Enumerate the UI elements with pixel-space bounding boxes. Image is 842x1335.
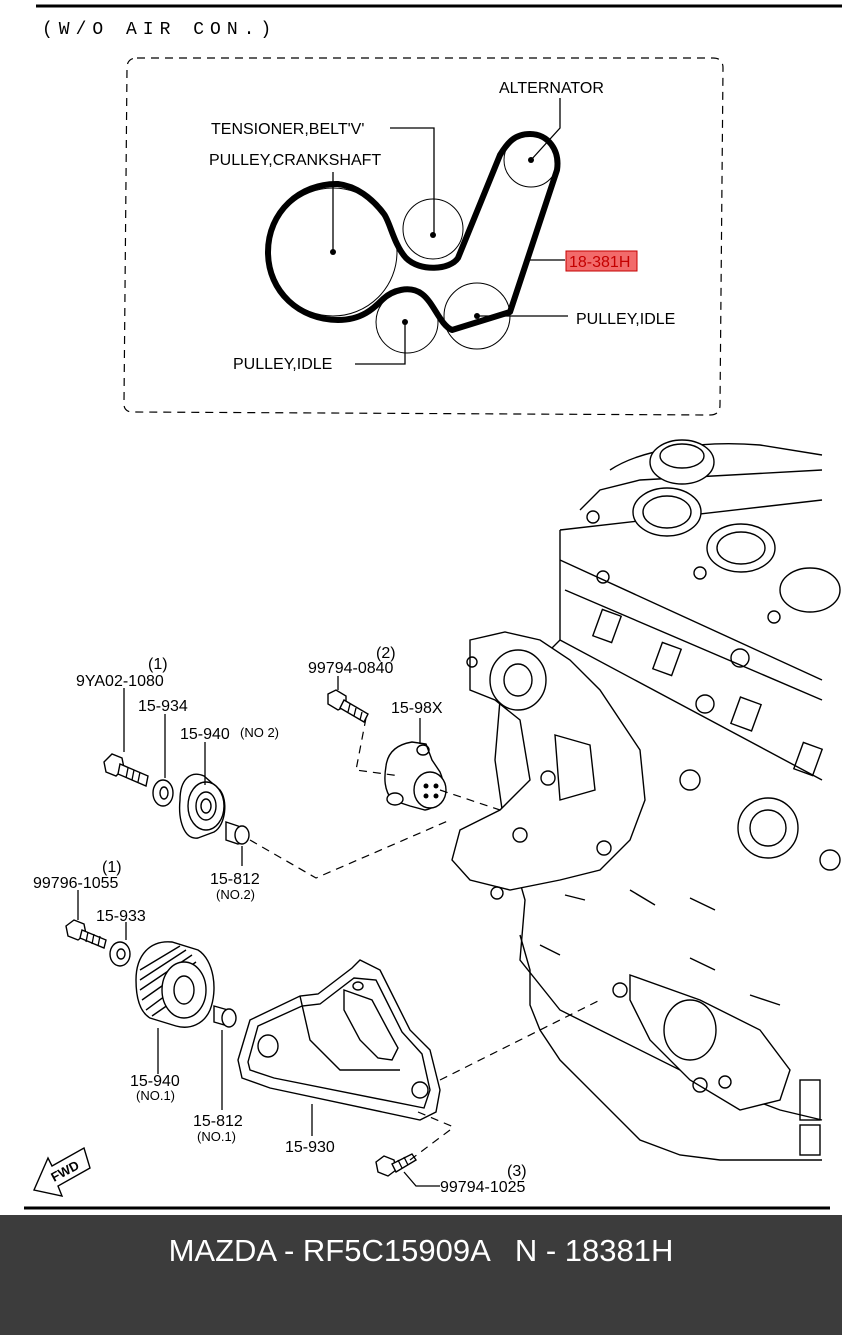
label-idle-pulley-right: PULLEY,IDLE (576, 311, 675, 328)
spacer-15-812-no2 (225, 821, 250, 845)
parts-diagram: (W/O AIR CON.) ALTERNATOR TENSIONER,BELT… (24, 4, 842, 1210)
label-15-940-no2: 15-940 (180, 726, 230, 743)
tensioner-15-98x (384, 741, 447, 811)
label-15-930: 15-930 (285, 1139, 335, 1156)
label-9ya02-1080: 9YA02-1080 (76, 673, 164, 690)
label-99794-1025: 99794-1025 (440, 1179, 526, 1196)
qty-99794-0840: (2) (376, 645, 396, 662)
engine-block (451, 439, 841, 1161)
exploded-parts: FWD (1) 9YA02-1080 15-934 15-940 (NO 2) … (33, 645, 601, 1197)
qty-99794-1025: (3) (507, 1163, 527, 1180)
belt-layout-panel: ALTERNATOR TENSIONER,BELT'V' PULLEY,CRAN… (123, 57, 724, 416)
label-15-933: 15-933 (96, 908, 146, 925)
bolt-99794-0840 (327, 689, 369, 723)
label-15-98x: 15-98X (391, 700, 443, 717)
bolt-99796-1055 (65, 919, 107, 949)
footer-bar: MAZDA - RF5C15909A N - 18381H (0, 1215, 842, 1335)
label-belt-part-number: 18-381H (569, 254, 630, 271)
footer-caption: MAZDA - RF5C15909A N - 18381H (168, 1233, 674, 1268)
bracket-15-930 (237, 959, 441, 1121)
label-15-940-no1-sub: (NO.1) (136, 1088, 175, 1103)
washer-15-934 (152, 779, 174, 807)
idle-pulley-no2 (178, 773, 226, 839)
label-15-940-no1: 15-940 (130, 1073, 180, 1090)
fwd-arrow-icon: FWD (33, 1146, 91, 1197)
highlight-box (565, 250, 638, 272)
v-belt (265, 131, 561, 333)
spacer-15-812-no1 (213, 1005, 237, 1028)
label-crankshaft-pulley: PULLEY,CRANKSHAFT (209, 152, 381, 169)
qty-9ya02: (1) (148, 656, 168, 673)
label-alternator: ALTERNATOR (499, 80, 604, 97)
qty-99796-1055: (1) (102, 859, 122, 876)
label-tensioner: TENSIONER,BELT'V' (211, 121, 364, 138)
label-15-812-no2-sub: (NO.2) (216, 887, 255, 902)
header-note: (W/O AIR CON.) (42, 20, 277, 40)
label-15-812-no1-sub: (NO.1) (197, 1129, 236, 1144)
label-15-934: 15-934 (138, 698, 188, 715)
bolt-99794-1025 (375, 1153, 417, 1177)
tensioner-pulley (402, 198, 464, 260)
bolt-9ya02 (103, 753, 149, 787)
label-99794-0840: 99794-0840 (308, 660, 394, 677)
washer-15-933 (109, 941, 131, 967)
label-99796-1055: 99796-1055 (33, 875, 119, 892)
label-15-812-no1: 15-812 (193, 1113, 243, 1130)
label-idle-pulley-lower: PULLEY,IDLE (233, 356, 332, 373)
label-15-940-no2-sub: (NO 2) (240, 725, 279, 740)
label-15-812-no2: 15-812 (210, 871, 260, 888)
idle-pulley-no1 (135, 941, 215, 1028)
